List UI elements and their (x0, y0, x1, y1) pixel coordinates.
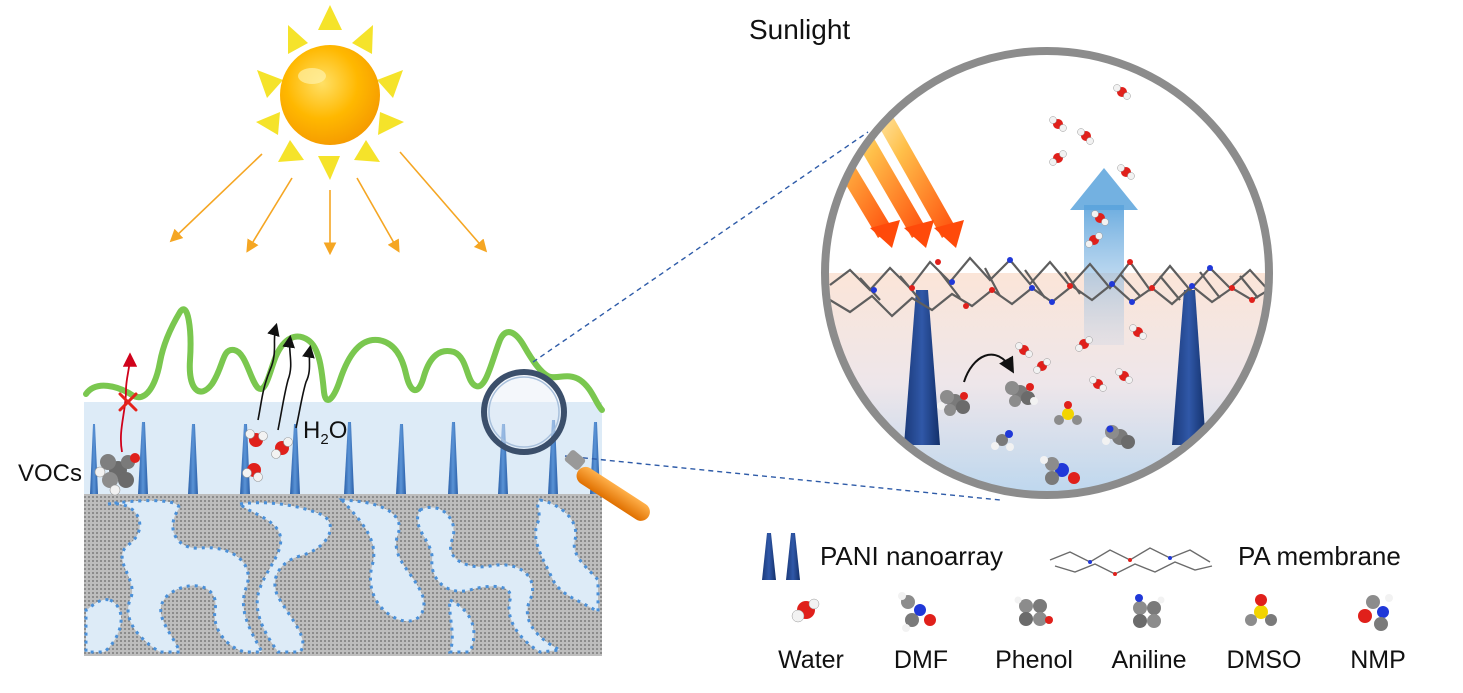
water-vapor-label: H2O (303, 417, 348, 448)
porous-substrate (84, 494, 602, 656)
zoom-circle (821, 47, 1273, 499)
sun-ray-arrows (169, 151, 488, 256)
legend-phenol-label: Phenol (995, 646, 1073, 674)
legend-pa-icon (1049, 547, 1213, 576)
legend-aniline-icon (1133, 594, 1165, 628)
sunlight-label: Sunlight (749, 14, 851, 45)
pa-network-atoms (871, 257, 1255, 309)
vocs-molecule (94, 453, 140, 496)
sun-icon (256, 5, 404, 180)
legend-dmso-icon (1245, 594, 1277, 626)
blocked-voc-arrow (118, 352, 138, 453)
transport-arrow (963, 353, 1014, 383)
legend-dmf-icon (898, 592, 936, 632)
pa-membrane-outline (83, 306, 605, 413)
water-molecules-left (242, 429, 293, 482)
nanoarray-cone-big (904, 290, 940, 445)
legend-water-icon (791, 598, 820, 623)
legend-pa-label: PA membrane (1238, 541, 1401, 571)
block-x-icon (118, 392, 138, 412)
legend-aniline-label: Aniline (1111, 646, 1187, 674)
legend-pani-label: PANI nanoarray (820, 541, 1004, 571)
vapor-up-arrow (1070, 168, 1138, 345)
legend-dmso-label: DMSO (1226, 646, 1302, 674)
nanoarray-cone-big (1172, 290, 1206, 445)
legend-phenol-icon (1014, 596, 1053, 626)
legend-water-label: Water (778, 646, 844, 674)
legend-nmp-icon (1358, 594, 1393, 631)
zoom-lines (532, 131, 1001, 501)
legend-pani-icon (762, 533, 800, 580)
legend-dmf-label: DMF (893, 646, 949, 674)
legend-nmp-label: NMP (1350, 646, 1406, 674)
vocs-label: VOCs (18, 460, 83, 487)
zoom-molecules (937, 84, 1147, 485)
vapor-arrows (257, 322, 315, 431)
magnifier-icon (481, 369, 650, 521)
